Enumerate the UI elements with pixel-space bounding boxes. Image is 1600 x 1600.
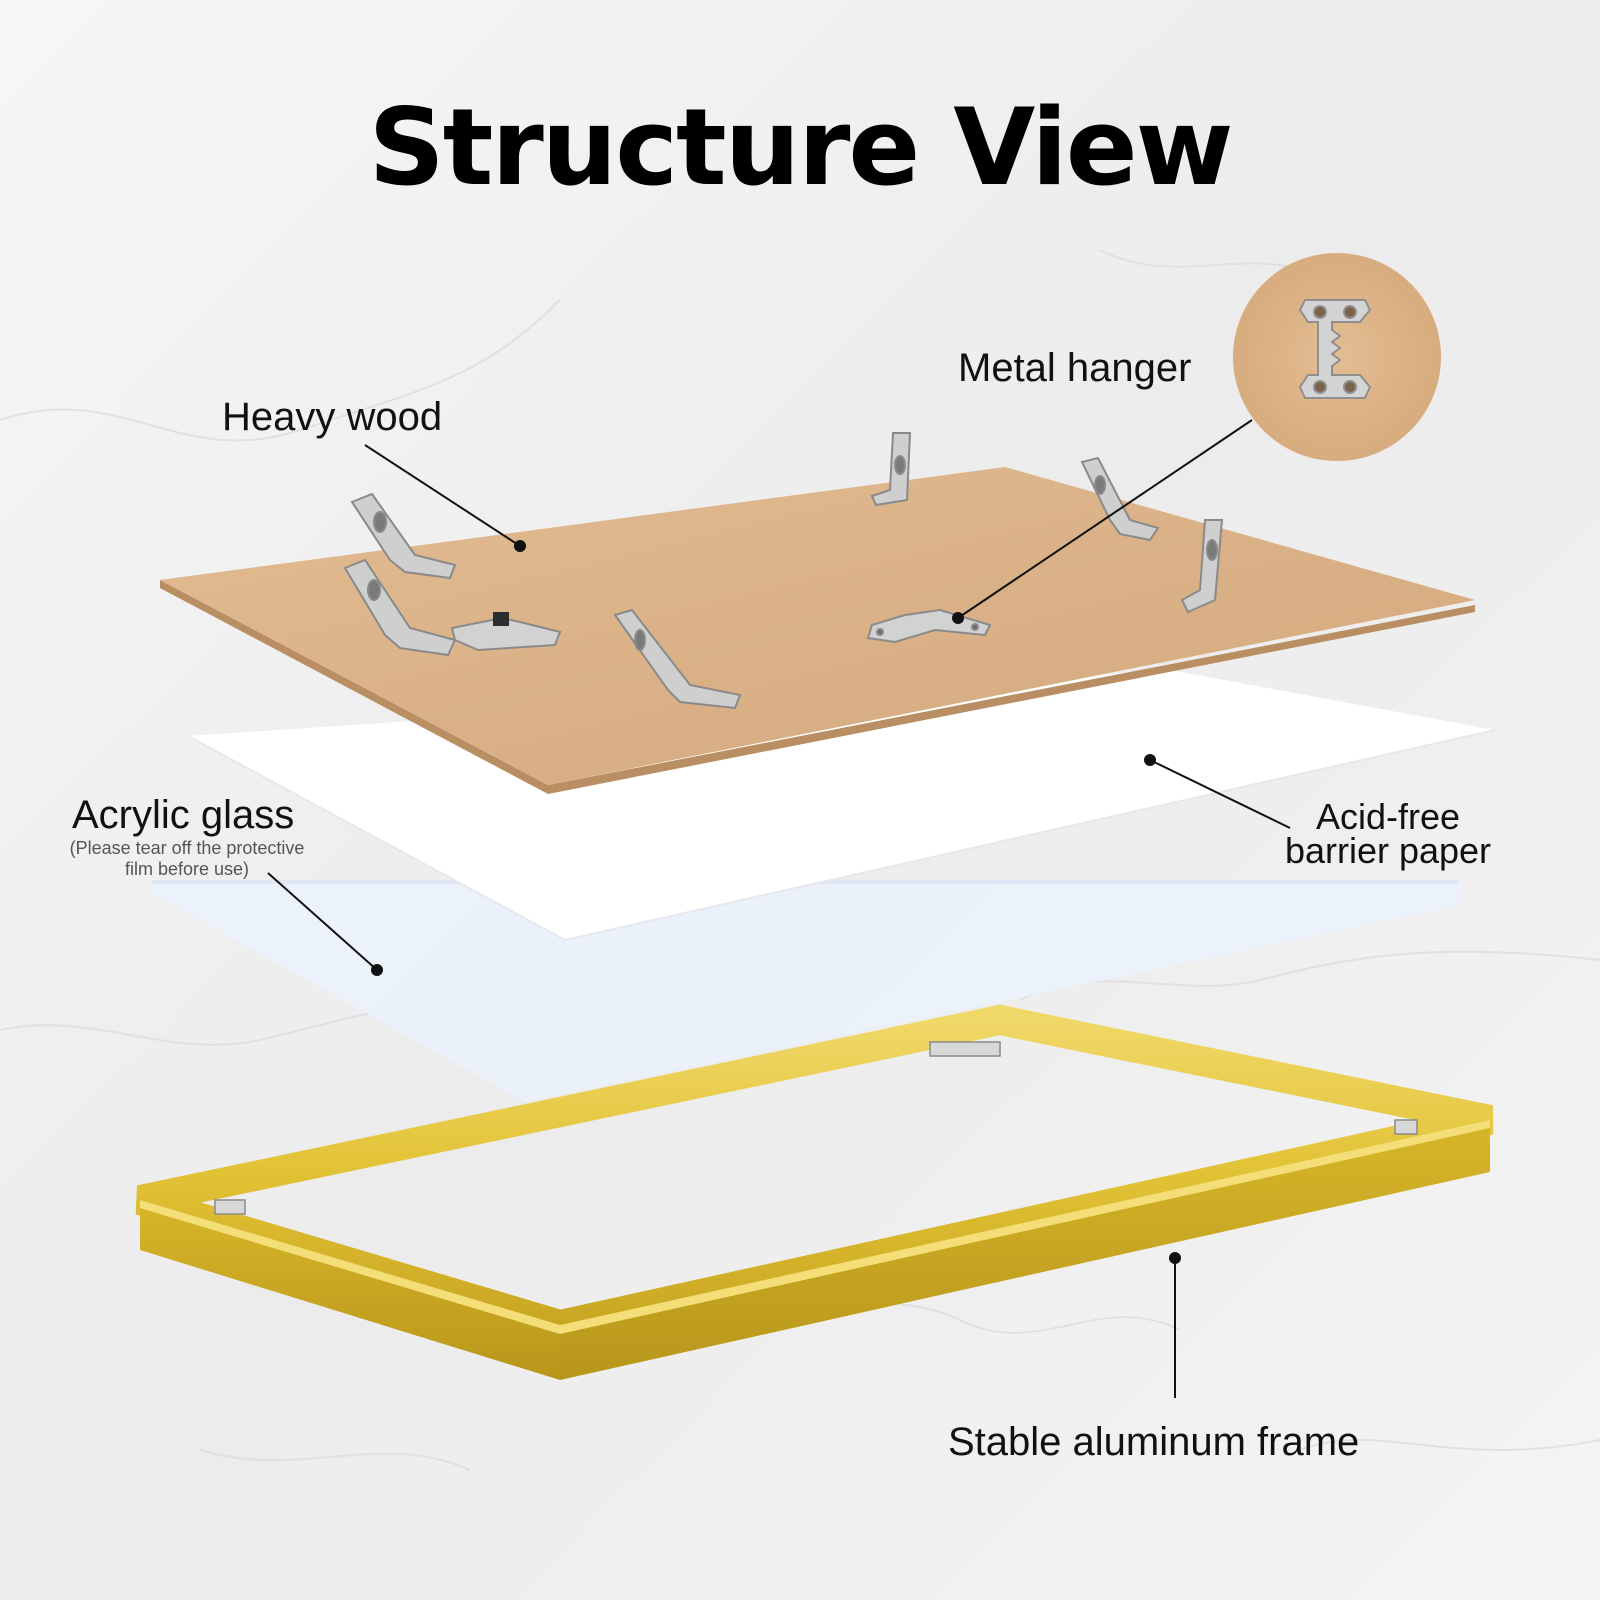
marble-veins — [0, 249, 1600, 1471]
acrylic-glass-sheet — [152, 880, 1460, 1102]
barrier-line-1: Acid-free — [1315, 796, 1461, 837]
heavy-wood-board — [160, 467, 1475, 785]
leader-acrylic-glass — [267, 872, 378, 971]
spring-clip-1 — [350, 492, 457, 580]
spring-clip-3 — [613, 608, 742, 710]
acrylic-note: (Please tear off the protective film bef… — [47, 838, 327, 880]
spring-clip-6 — [1180, 519, 1224, 614]
label-metal-hanger: Metal hanger — [958, 346, 1192, 390]
spring-clip-4 — [870, 432, 912, 507]
leader-heavy-wood — [364, 444, 521, 547]
metal-hanger-icon — [1298, 299, 1372, 399]
turn-button-clip-icon — [450, 612, 562, 652]
spring-clip-2 — [343, 558, 457, 657]
label-acrylic-glass: Acrylic glass — [72, 793, 295, 837]
spring-clip-5 — [1080, 456, 1160, 542]
label-aluminum-frame: Stable aluminum frame — [948, 1420, 1360, 1464]
leader-metal-hanger — [957, 419, 1253, 619]
barrier-line-2: barrier paper — [1284, 830, 1492, 871]
leader-barrier-paper — [1149, 759, 1291, 829]
label-heavy-wood: Heavy wood — [222, 395, 443, 439]
frame-outer-side — [140, 1200, 560, 1380]
acrylic-note-line-2: film before use) — [124, 859, 250, 879]
acrylic-note-line-1: (Please tear off the protective — [69, 838, 305, 858]
aluminum-frame — [135, 1004, 1494, 1380]
page-title: Structure View — [368, 86, 1233, 209]
leader-lines — [267, 419, 1291, 1398]
label-barrier-paper: Acid-free barrier paper — [1258, 796, 1518, 871]
